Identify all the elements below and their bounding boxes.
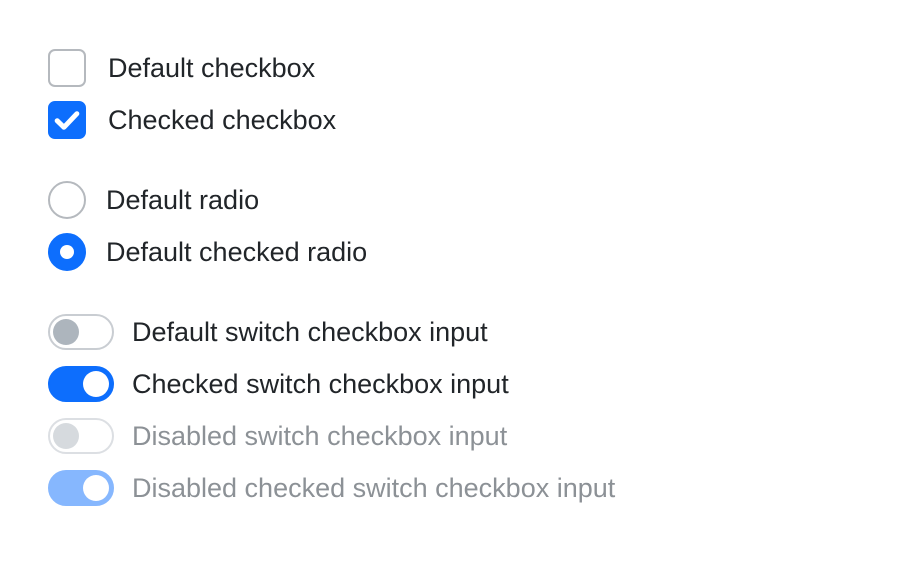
radio-label: Default radio bbox=[106, 184, 260, 215]
switch-label: Checked switch checkbox input bbox=[132, 368, 509, 399]
radio-selected-icon[interactable] bbox=[48, 233, 86, 271]
radio-label: Default checked radio bbox=[106, 236, 368, 267]
switch-knob bbox=[83, 475, 109, 501]
switch-label: Disabled switch checkbox input bbox=[132, 420, 508, 451]
radio-row[interactable]: Default radio bbox=[48, 174, 902, 226]
checkbox-checked-icon[interactable] bbox=[48, 101, 86, 139]
switch-row[interactable]: Disabled switch checkbox input bbox=[48, 410, 902, 462]
switch-off-icon bbox=[48, 418, 114, 454]
checkbox-label: Checked checkbox bbox=[108, 104, 337, 135]
switch-on-icon bbox=[48, 470, 114, 506]
radio-row[interactable]: Default checked radio bbox=[48, 226, 902, 278]
radio-icon[interactable] bbox=[48, 181, 86, 219]
switch-off-icon[interactable] bbox=[48, 314, 114, 350]
checkbox-label: Default checkbox bbox=[108, 52, 316, 83]
switch-knob bbox=[83, 371, 109, 397]
switch-row[interactable]: Checked switch checkbox input bbox=[48, 358, 902, 410]
switch-label: Default switch checkbox input bbox=[132, 316, 488, 347]
checkbox-icon[interactable] bbox=[48, 49, 86, 87]
switch-on-icon[interactable] bbox=[48, 366, 114, 402]
switch-row[interactable]: Default switch checkbox input bbox=[48, 306, 902, 358]
switch-row[interactable]: Disabled checked switch checkbox input bbox=[48, 462, 902, 514]
switch-knob bbox=[53, 319, 79, 345]
checkbox-row[interactable]: Default checkbox bbox=[48, 42, 902, 94]
switch-label: Disabled checked switch checkbox input bbox=[132, 472, 616, 503]
switch-knob bbox=[53, 423, 79, 449]
checkbox-row[interactable]: Checked checkbox bbox=[48, 94, 902, 146]
